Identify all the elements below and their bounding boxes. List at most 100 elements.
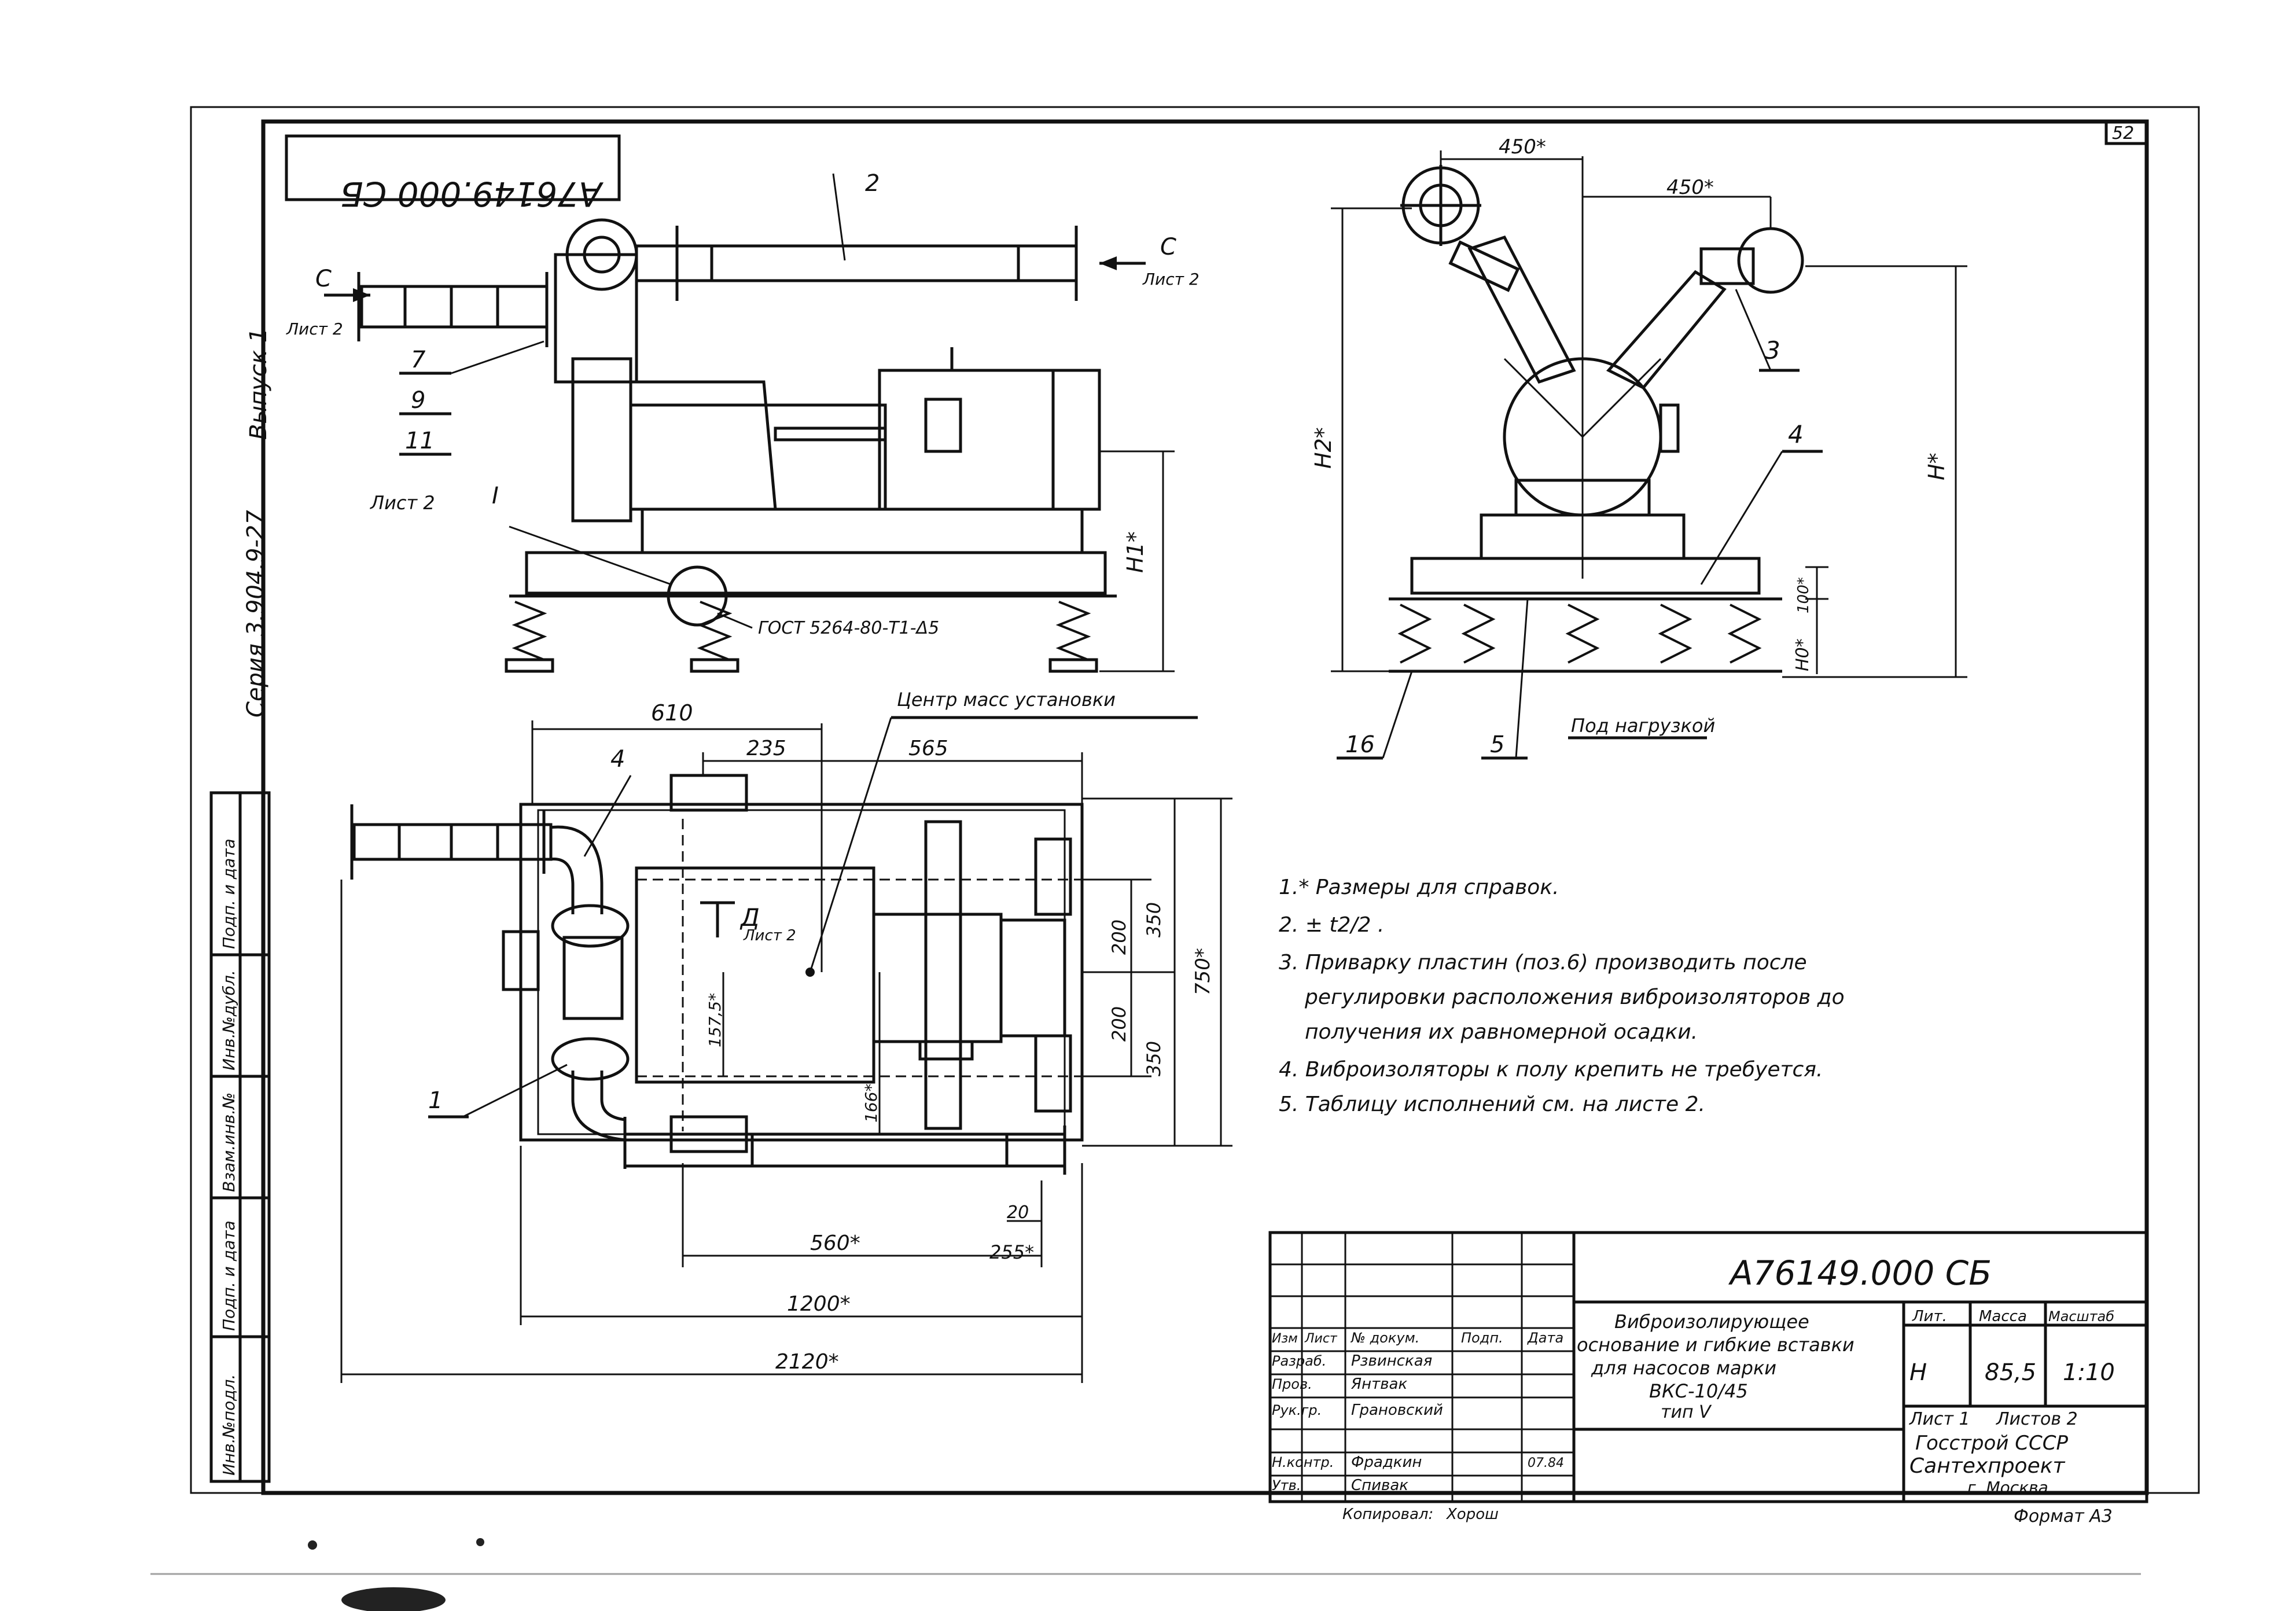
side-sheet-ref-right: Лист 2 bbox=[1142, 270, 1199, 289]
plan-dim-350a: 350 bbox=[1143, 902, 1165, 937]
end-item-5: 5 bbox=[1490, 731, 1504, 758]
side-col-1: Инв.№подл. bbox=[219, 1374, 238, 1476]
tb-name-5: Спивак bbox=[1351, 1477, 1408, 1494]
note-4: 4. Виброизоляторы к полу крепить не треб… bbox=[1279, 1058, 1823, 1082]
title-block-grid bbox=[1268, 1231, 2148, 1503]
side-section-c-right: С bbox=[1160, 234, 1176, 260]
side-stamp-table bbox=[209, 791, 271, 1483]
tb-role-4: Н.контр. bbox=[1272, 1454, 1334, 1470]
tb-date-4: 07.84 bbox=[1528, 1456, 1564, 1470]
side-view bbox=[324, 173, 1175, 673]
side-col-4: Инв.№дубл. bbox=[219, 970, 238, 1071]
tb-scale-value: 1:10 bbox=[2063, 1359, 2115, 1386]
plan-dim-1200: 1200* bbox=[787, 1292, 851, 1316]
tb-role-1: Разраб. bbox=[1272, 1353, 1326, 1369]
side-item-11: 11 bbox=[405, 428, 435, 454]
end-dim-450-a: 450* bbox=[1499, 135, 1546, 159]
tb-col-sign: Подп. bbox=[1461, 1330, 1503, 1346]
end-h0-label: H0* bbox=[1793, 638, 1813, 671]
tb-scale-header: Масштаб bbox=[2048, 1308, 2114, 1325]
tb-sheet-label: Лист 1 bbox=[1909, 1409, 1970, 1429]
tb-role-3: Рук.гр. bbox=[1272, 1402, 1322, 1418]
side-col-5: Подп. и дата bbox=[219, 838, 238, 949]
plan-section-d: Д bbox=[739, 903, 760, 932]
tb-lit-header: Лит. bbox=[1912, 1308, 1947, 1325]
tb-title-5: тип V bbox=[1661, 1402, 1712, 1422]
tb-name-3: Грановский bbox=[1351, 1402, 1443, 1419]
plan-dim-610: 610 bbox=[651, 700, 693, 726]
end-dim-450-b: 450* bbox=[1666, 176, 1714, 199]
side-item-2: 2 bbox=[865, 170, 880, 197]
end-view bbox=[1331, 150, 1967, 760]
plan-dim-20: 20 bbox=[1007, 1202, 1029, 1223]
note-5: 5. Таблицу исполнений см. на листе 2. bbox=[1279, 1093, 1705, 1116]
tb-col-list: Лист bbox=[1304, 1332, 1338, 1346]
tb-copied-name: Хорош bbox=[1445, 1506, 1499, 1523]
tb-org-2: Сантехпроект bbox=[1909, 1454, 2065, 1478]
tb-name-1: Рзвинская bbox=[1351, 1352, 1432, 1370]
side-issue-text: Выпуск 1 bbox=[245, 328, 272, 440]
plan-dim-350b: 350 bbox=[1143, 1041, 1165, 1076]
plan-dim-2120: 2120* bbox=[775, 1350, 839, 1374]
side-sheet-ref-left: Лист 2 bbox=[286, 319, 343, 339]
side-section-c-left: С bbox=[315, 266, 332, 292]
plan-dim-255: 255* bbox=[989, 1241, 1034, 1263]
tb-copied-label: Копировал: bbox=[1342, 1506, 1433, 1523]
side-h1-label: H1* bbox=[1123, 531, 1148, 573]
note-1: 1.* Размеры для справок. bbox=[1279, 876, 1559, 899]
sheet-number: 52 bbox=[2112, 123, 2134, 144]
tb-mass-value: 85,5 bbox=[1985, 1359, 2036, 1386]
side-detail-ref: Лист 2 bbox=[370, 492, 435, 514]
plan-view bbox=[340, 716, 1232, 1383]
end-under-load: Под нагрузкой bbox=[1571, 715, 1715, 737]
side-gost-label: ГОСТ 5264-80-Т1-Δ5 bbox=[758, 618, 939, 638]
tb-sheets-total: Листов 2 bbox=[1996, 1409, 2078, 1429]
tb-title-2: основание и гибкие вставки bbox=[1577, 1334, 1855, 1356]
plan-dim-750: 750* bbox=[1191, 948, 1215, 995]
tb-title-1: Виброизолирующее bbox=[1614, 1311, 1809, 1333]
plan-dim-166: 166* bbox=[862, 1084, 881, 1123]
end-h2-label: H2* bbox=[1311, 427, 1336, 469]
plan-dim-565: 565 bbox=[908, 737, 948, 760]
plan-dim-200a: 200 bbox=[1108, 919, 1130, 955]
plan-dim-200b: 200 bbox=[1108, 1006, 1130, 1042]
tb-name-4: Фрадкин bbox=[1351, 1454, 1422, 1471]
plan-center-label: Центр масс установки bbox=[897, 689, 1116, 711]
note-3c: получения их равномерной осадки. bbox=[1305, 1020, 1698, 1044]
scan-artifacts bbox=[150, 1538, 2141, 1611]
side-series-text: Серия 3.904.9-27 bbox=[242, 510, 269, 718]
tb-col-izm: Изм bbox=[1272, 1332, 1298, 1346]
sheet-number-box bbox=[2104, 120, 2148, 145]
side-detail-mark: I bbox=[492, 483, 499, 509]
plan-item-1: 1 bbox=[428, 1087, 443, 1114]
side-item-9: 9 bbox=[411, 387, 425, 414]
tb-org-3: г. Москва bbox=[1967, 1478, 2048, 1497]
end-item-3: 3 bbox=[1765, 336, 1780, 365]
mirrored-stamp-text: А76149.000 СБ bbox=[340, 174, 604, 214]
note-3a: 3. Приварку пластин (поз.6) производить … bbox=[1279, 951, 1807, 974]
tb-name-2: Янтвак bbox=[1351, 1375, 1407, 1393]
plan-dim-157: 157,5* bbox=[705, 993, 724, 1047]
inner-frame bbox=[261, 119, 2149, 1495]
tb-lit-value: Н bbox=[1909, 1359, 1927, 1386]
tb-col-date: Дата bbox=[1527, 1330, 1563, 1346]
side-item-7: 7 bbox=[411, 347, 426, 373]
side-col-2: Подп. и дата bbox=[219, 1220, 238, 1331]
tb-org-1: Госстрой СССР bbox=[1915, 1432, 2068, 1455]
tb-title-3: для насосов марки bbox=[1591, 1357, 1776, 1379]
end-dim-100: 100* bbox=[1795, 577, 1812, 613]
mirrored-stamp-box bbox=[285, 134, 621, 201]
plan-dim-560: 560* bbox=[810, 1231, 860, 1255]
plan-section-d-ref: Лист 2 bbox=[743, 927, 796, 944]
side-col-3: Взам.инв.№ bbox=[219, 1093, 238, 1192]
end-item-16: 16 bbox=[1345, 731, 1375, 758]
tb-role-5: Утв. bbox=[1272, 1477, 1301, 1494]
end-h-label: H* bbox=[1924, 453, 1949, 480]
tb-format-label: Формат А3 bbox=[2014, 1506, 2113, 1527]
note-2: 2. ± t2/2 . bbox=[1279, 913, 1384, 937]
tb-col-doc: № докум. bbox=[1350, 1330, 1419, 1346]
tb-title-4: ВКС-10/45 bbox=[1649, 1380, 1748, 1402]
end-item-4: 4 bbox=[1788, 420, 1804, 448]
tb-role-2: Пров. bbox=[1272, 1376, 1312, 1392]
